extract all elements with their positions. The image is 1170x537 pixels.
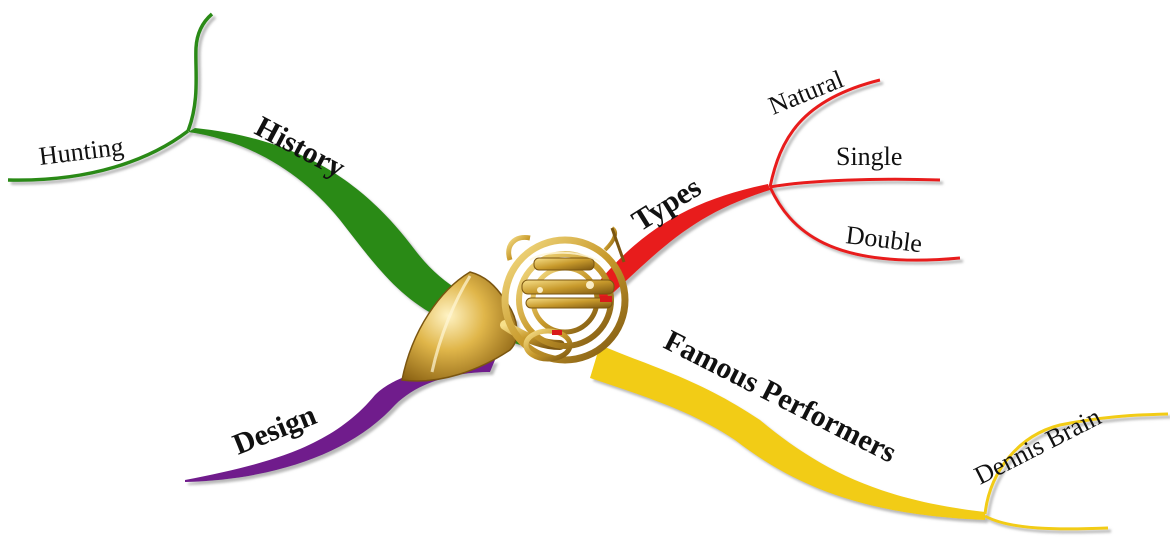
branch-design-stroke bbox=[185, 360, 495, 482]
leaf-label-dennis-brain: Dennis Brain bbox=[970, 402, 1106, 490]
leaf-label-hunting: Hunting bbox=[37, 132, 125, 171]
branch-design bbox=[185, 360, 495, 482]
branch-history-upper-line bbox=[188, 14, 212, 131]
leaf-label-double: Double bbox=[844, 220, 924, 258]
branch-performers-lower-line bbox=[985, 516, 1108, 529]
french-horn-icon bbox=[402, 228, 625, 381]
branch-performers-stroke bbox=[590, 345, 985, 520]
leaf-label-natural: Natural bbox=[764, 64, 847, 120]
leaf-label-single: Single bbox=[836, 142, 902, 171]
branch-types-single-line bbox=[770, 179, 940, 187]
